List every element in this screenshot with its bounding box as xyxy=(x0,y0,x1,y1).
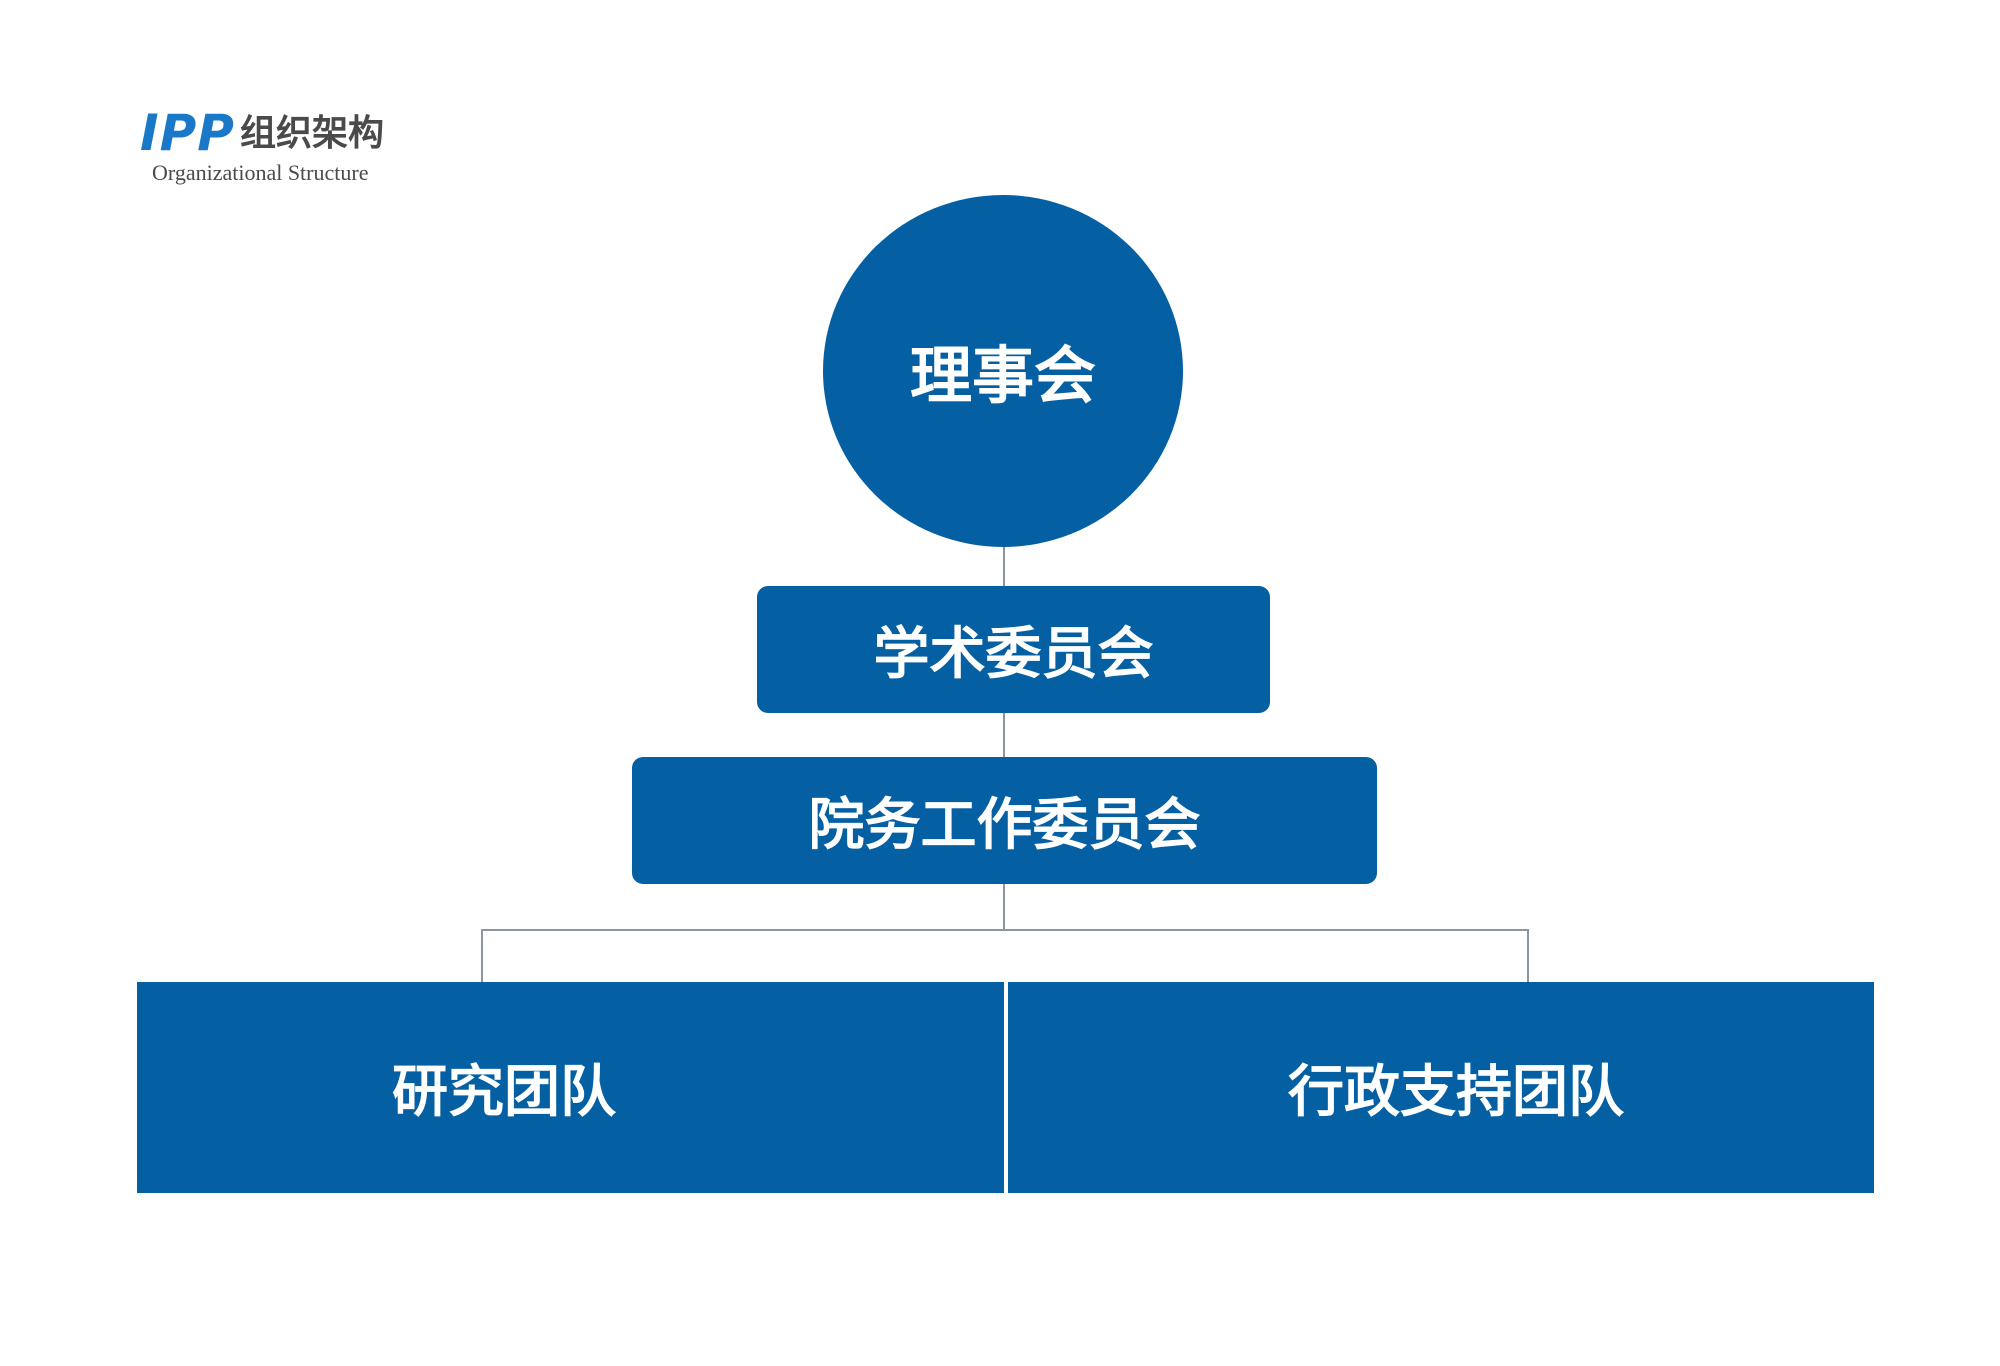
node-label: 行政支持团队 xyxy=(1288,1059,1624,1125)
connector-academic-affairs xyxy=(1003,713,1005,757)
node-label: 院务工作委员会 xyxy=(808,792,1201,858)
node-admin-support-team: 行政支持团队 xyxy=(1008,982,1874,1193)
node-label: 理事会 xyxy=(909,339,1096,412)
ipp-logo: IPP xyxy=(140,104,235,162)
page-title: 组织架构 xyxy=(240,112,385,154)
page-subtitle: Organizational Structure xyxy=(152,160,369,185)
page-header: IPP 组织架构 Organizational Structure xyxy=(140,105,420,185)
connector-research xyxy=(481,929,483,982)
node-research-team: 研究团队 xyxy=(137,982,1004,1193)
node-affairs-committee: 院务工作委员会 xyxy=(632,757,1377,884)
connector-board-academic xyxy=(1003,545,1005,586)
connector-affairs-down xyxy=(1003,884,1005,929)
node-label: 研究团队 xyxy=(392,1059,616,1125)
node-label: 学术委员会 xyxy=(873,621,1154,687)
node-academic-committee: 学术委员会 xyxy=(757,586,1270,713)
connector-admin xyxy=(1527,929,1529,982)
node-board-of-directors: 理事会 xyxy=(823,195,1183,547)
connector-horizontal xyxy=(481,929,1529,931)
